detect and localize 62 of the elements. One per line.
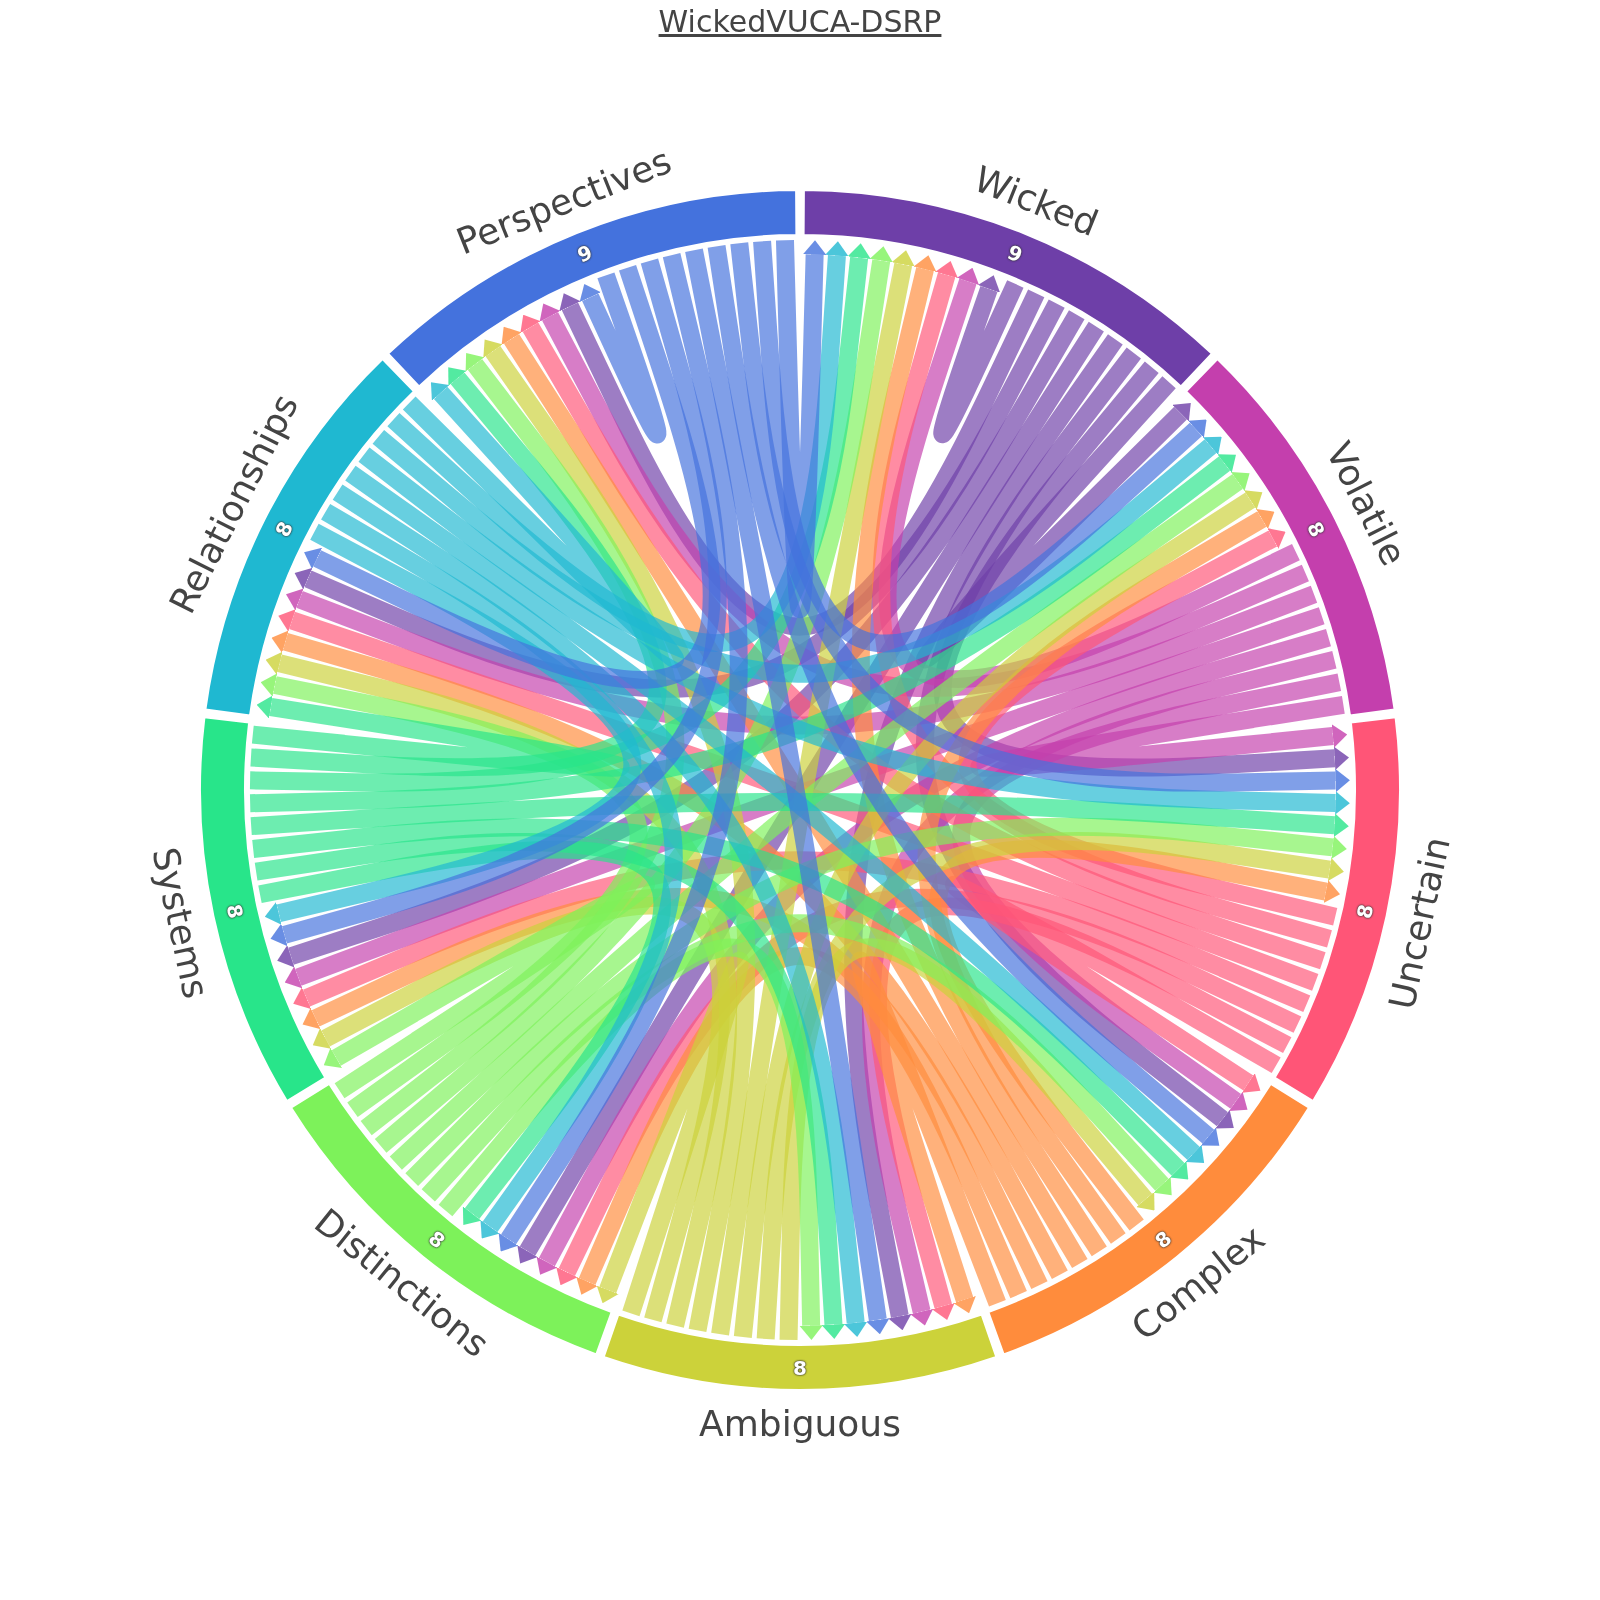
chord-arrow [711, 250, 913, 1336]
chord-arrow [542, 303, 1309, 697]
chord-arrow [252, 818, 1189, 1180]
chord-arrow [304, 264, 721, 689]
chord-arrow [915, 347, 1234, 1129]
chord-arrow [539, 629, 1331, 1275]
chart-title: WickedVUCA-DSRP [658, 4, 942, 39]
chord-arrow [323, 875, 655, 1099]
chord-arrow [249, 454, 1236, 813]
chord-arrow [250, 792, 1349, 836]
chord-arrow [917, 511, 1275, 1244]
chord-arrow [438, 939, 821, 1340]
chord-arrow [730, 242, 1350, 792]
chord-arrow [933, 275, 1024, 444]
chord-arrow [264, 523, 642, 923]
chord-arrow [321, 503, 683, 1239]
chord-arrow [270, 258, 727, 944]
chord-arrow [872, 261, 1332, 948]
chord-arrow [959, 530, 1338, 926]
chord-arrow [271, 633, 1068, 1279]
chord-arrow [249, 243, 869, 792]
chord-arrow [332, 484, 865, 1337]
chord-arrow [265, 654, 738, 1328]
chord-arrow [578, 947, 1027, 1299]
chord-arrow [294, 299, 1065, 698]
chord-arrow [402, 382, 684, 669]
chord-arrow [277, 310, 1085, 965]
group-value: 8 [793, 1356, 807, 1380]
chord-arrow [254, 833, 843, 1339]
group-value: 9 [1004, 239, 1027, 268]
chord-arrow [753, 240, 1207, 653]
chord-arrow [775, 239, 824, 619]
chord-arrow [582, 272, 667, 444]
chord-arrow [372, 429, 1222, 683]
chord-arrow [522, 314, 1326, 970]
chord-arrow [293, 851, 1311, 1012]
chord-arrow [779, 938, 1155, 1341]
group-value: 8 [1351, 902, 1379, 921]
chord-arrow [484, 339, 756, 1333]
chord-arrow [844, 334, 1123, 1331]
chord-arrow [286, 585, 1318, 735]
chord-arrow [862, 651, 1337, 1326]
chord-arrow [250, 367, 667, 777]
chord-arrow [685, 248, 887, 1335]
chord-arrow [558, 889, 1302, 1286]
chord-arrow [387, 241, 846, 652]
chord-arrow [500, 253, 748, 1252]
chord-arrow [374, 246, 891, 1153]
chord-arrow [733, 492, 1263, 1338]
chord-arrow [358, 447, 1350, 812]
group-value: 8 [1302, 517, 1330, 541]
chord-arrow [360, 352, 685, 1136]
chord-arrow [260, 676, 647, 1118]
chord-arrow [405, 817, 1347, 1186]
chord-arrow [561, 289, 1045, 636]
chord-arrow [421, 914, 1172, 1202]
group-value: 8 [221, 902, 249, 921]
chord-arrow [707, 245, 1220, 1146]
chord-arrow [851, 255, 1107, 1257]
group-label: Systems [144, 843, 217, 1003]
group-label: Ambiguous [699, 1403, 901, 1444]
chord-arrow [302, 888, 1048, 1290]
